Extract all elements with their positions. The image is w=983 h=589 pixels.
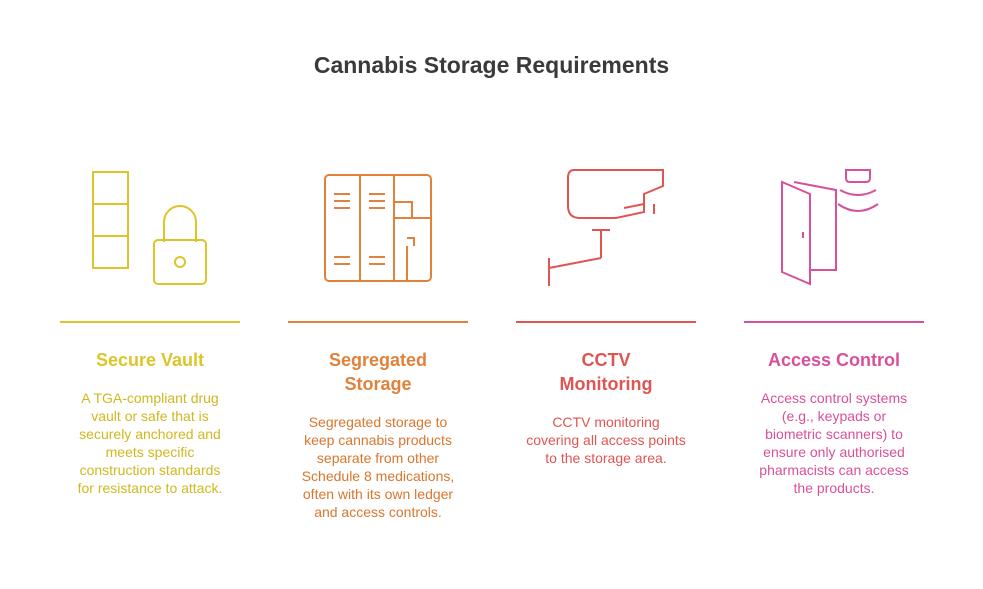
heading-text: Segregated Storage (328, 350, 428, 394)
requirement-heading: Segregated Storage (288, 348, 468, 396)
requirement-description: Access control systems (e.g., keypads or… (759, 390, 909, 496)
requirement-heading: Access Control (767, 350, 901, 370)
divider-line (288, 321, 468, 323)
diagram-title: Cannabis Storage Requirements (313, 52, 670, 78)
requirement-description: CCTV monitoring covering all access poin… (526, 414, 686, 466)
cctv-camera-icon (516, 160, 696, 300)
divider-line (744, 321, 924, 323)
requirement-heading: CCTV Monitoring (516, 348, 696, 396)
requirement-cctv-monitoring: CCTV Monitoring CCTV monitoring covering… (516, 0, 696, 589)
requirement-secure-vault: Secure Vault A TGA-compliant drug vault … (60, 0, 240, 589)
divider-line (516, 321, 696, 323)
access-door-sensor-icon (744, 160, 924, 300)
requirement-segregated-storage: Segregated Storage Segregated storage to… (288, 0, 468, 589)
vault-padlock-icon (60, 160, 240, 300)
divider-line (60, 321, 240, 323)
storage-cabinet-icon (288, 160, 468, 300)
requirement-heading: Secure Vault (95, 350, 205, 370)
requirement-access-control: Access Control Access control systems (e… (744, 0, 924, 589)
requirement-description: A TGA-compliant drug vault or safe that … (77, 390, 223, 496)
requirement-description: Segregated storage to keep cannabis prod… (301, 414, 455, 520)
heading-text: CCTV Monitoring (559, 350, 653, 394)
